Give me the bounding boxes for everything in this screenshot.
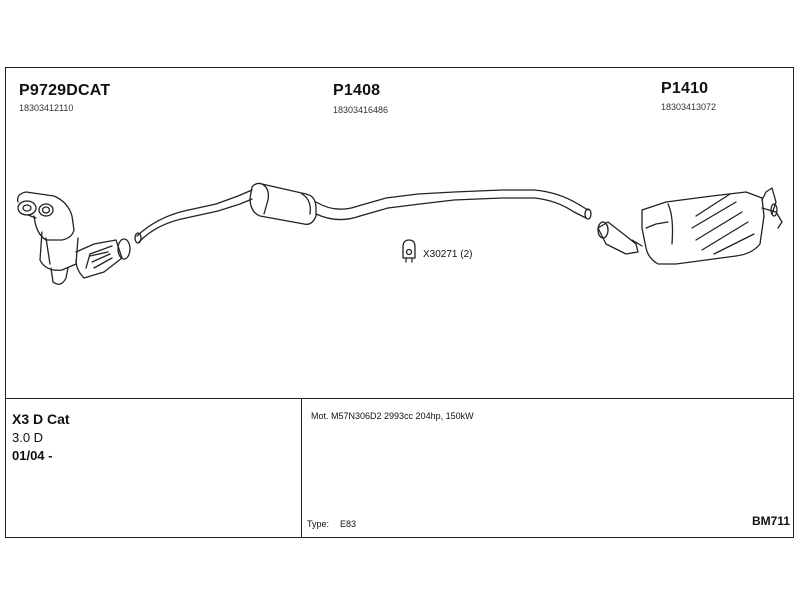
vehicle-date: 01/04 - — [12, 448, 53, 463]
type-label: Type: — [307, 519, 330, 529]
clamp-label: X30271 (2) — [423, 249, 473, 260]
part-code-middle-silencer: 18303416486 — [333, 105, 389, 115]
type-value: E83 — [340, 519, 357, 529]
info-divider-vertical — [301, 398, 302, 537]
rear-silencer-drawing — [597, 187, 783, 265]
info-divider-horizontal — [6, 398, 793, 399]
catalytic-converter-drawing — [17, 191, 131, 285]
reference-code: BM711 — [751, 514, 790, 528]
clamp-icon — [402, 239, 416, 263]
vehicle-engine: 3.0 D — [12, 430, 44, 445]
exhaust-diagram-sheet: P9729DCAT 18303412110 P1408 18303416486 … — [5, 67, 794, 538]
part-code-catalyst: 18303412110 — [19, 103, 74, 113]
vehicle-model: X3 D Cat — [12, 411, 70, 427]
exhaust-parts-drawing — [17, 182, 783, 285]
engine-info: Mot. M57N306D2 2993cc 204hp, 150kW — [311, 411, 474, 421]
part-number-rear-silencer: P1410 — [661, 80, 709, 97]
middle-silencer-drawing — [134, 182, 592, 244]
part-number-middle-silencer: P1408 — [333, 82, 381, 99]
part-number-catalyst: P9729DCAT — [19, 82, 111, 99]
part-code-rear-silencer: 18303413072 — [661, 102, 717, 112]
